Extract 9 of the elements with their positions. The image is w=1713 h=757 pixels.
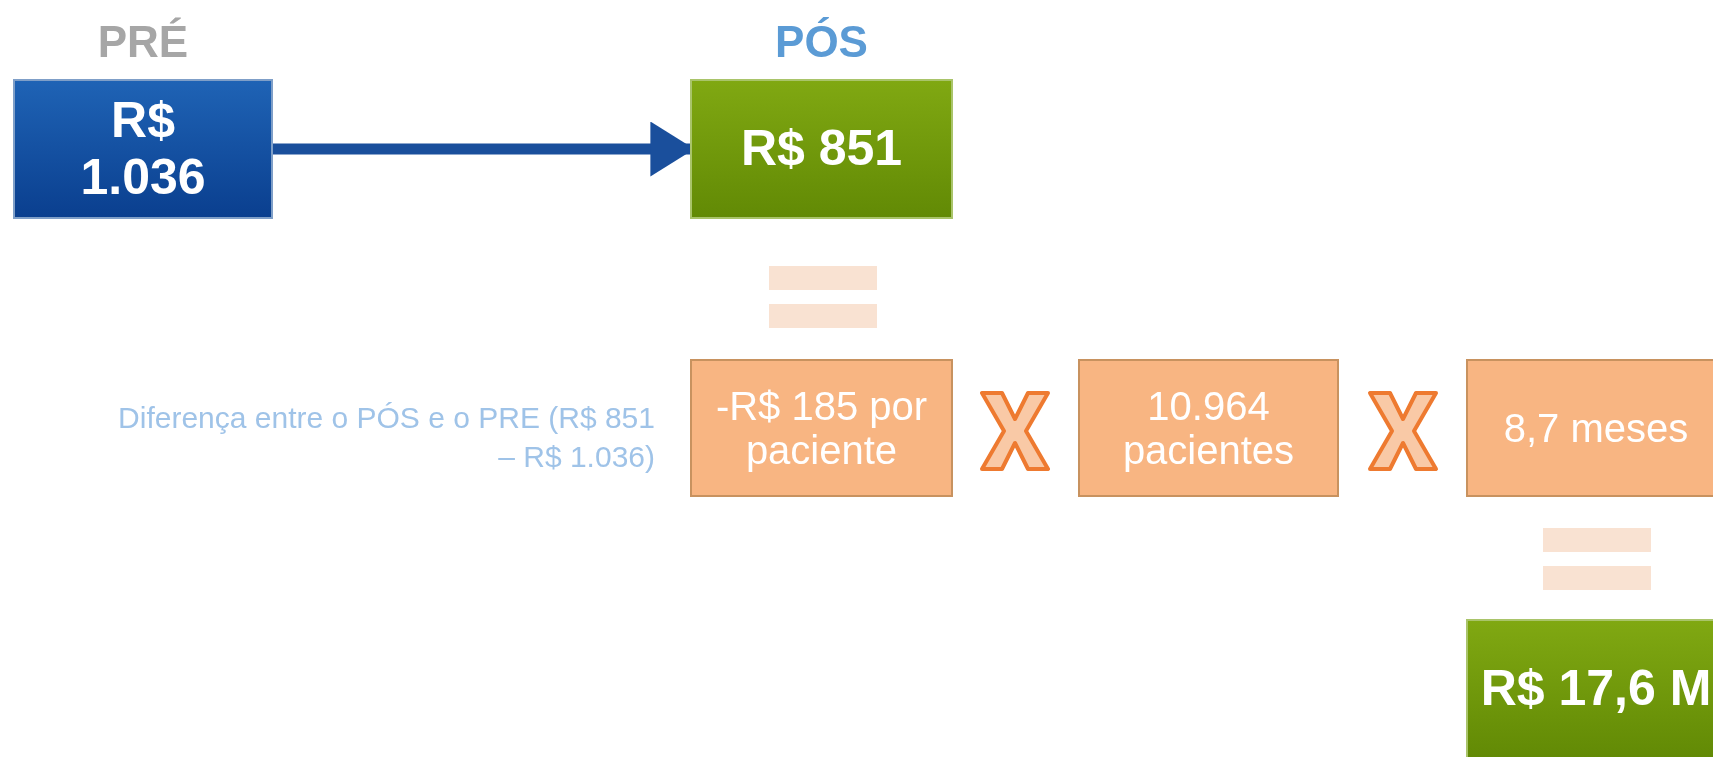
value-box: R$ 851 — [690, 79, 953, 219]
annotation-text: Diferença entre o PÓS e o PRE (R$ 851 – R$ 1.036) — [117, 400, 655, 475]
value-box: 10.964 pacientes — [1078, 359, 1339, 497]
value-box: 8,7 meses — [1466, 359, 1713, 497]
column-heading: PÓS — [774, 17, 869, 67]
value-box: R$ 17,6 M — [1466, 619, 1713, 757]
column-heading: PRÉ — [96, 17, 190, 67]
value-box: R$ 1.036 — [13, 79, 273, 219]
value-box: -R$ 185 por paciente — [690, 359, 953, 497]
